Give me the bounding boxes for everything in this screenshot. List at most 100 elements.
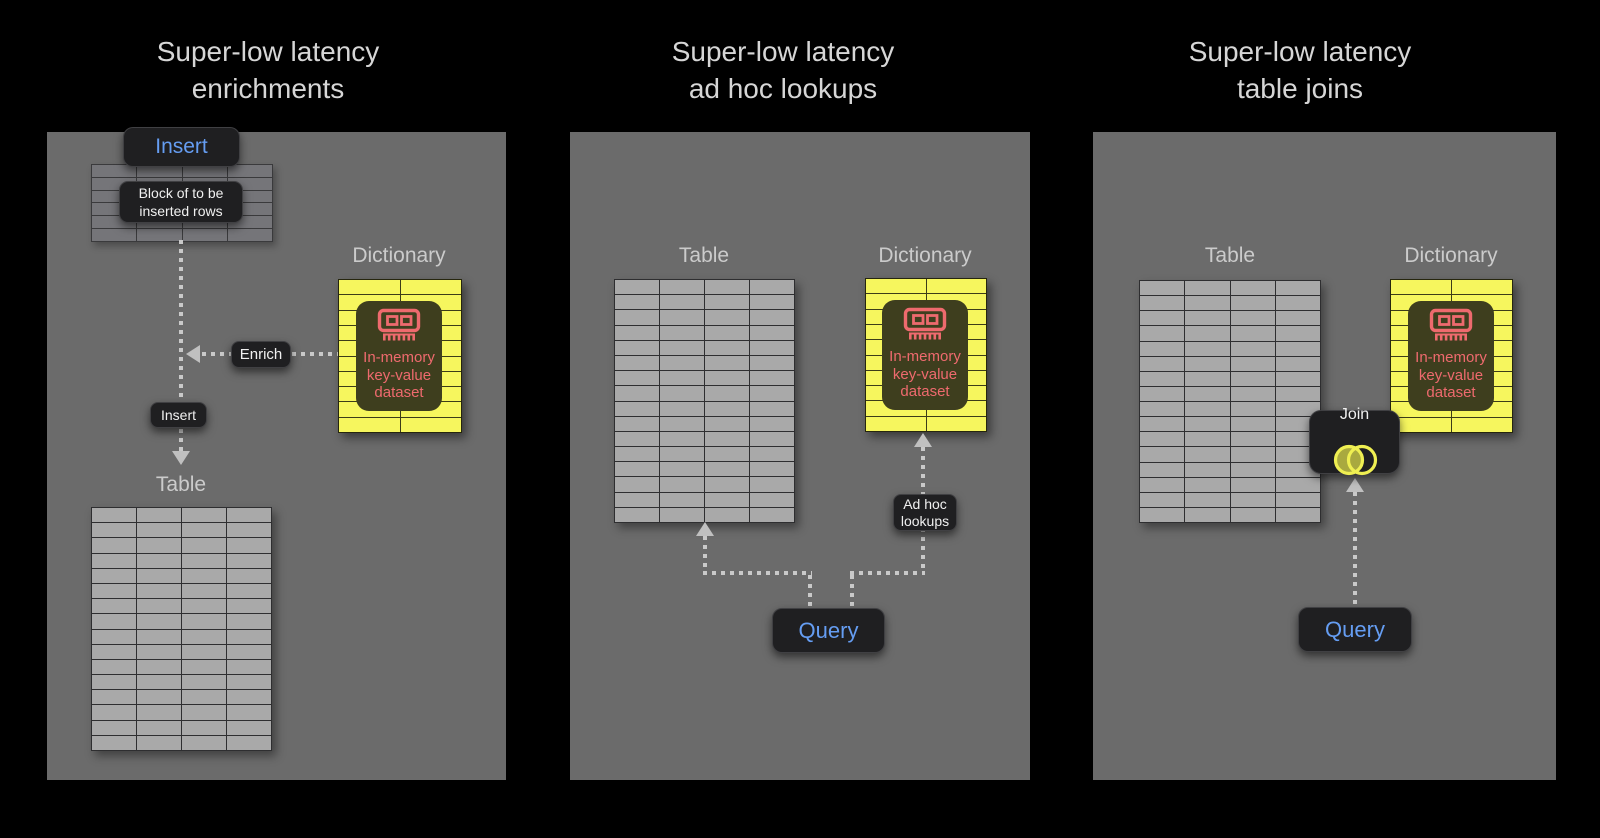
grid-cell [1185,326,1230,341]
grid-cell [1391,280,1451,295]
grid-cell [92,538,136,553]
grid-cell [660,477,704,492]
enrich-label: Enrich [231,341,291,368]
grid-cell [615,492,659,507]
grid-cell [227,523,271,538]
grid-cell [660,355,704,371]
grid-cell [227,659,271,675]
grid-cell [92,523,136,538]
grid-cell [137,614,181,629]
grid-cell [92,203,137,216]
grid-cell [1230,311,1275,326]
to-table-line [703,536,707,573]
grid-cell [182,659,226,675]
grid-cell [400,417,461,432]
grid-cell [1230,417,1275,432]
grid-cell [660,416,704,431]
grid-cell [227,190,272,203]
grid-cell [1140,281,1185,296]
grid-cell [1140,507,1185,522]
grid-cell [750,295,794,310]
grid-cell [750,280,794,295]
grid-cell [615,355,659,371]
query-button: Query [1298,607,1412,652]
grid-cell [92,629,136,644]
grid-cell [615,431,659,447]
grid-cell [1185,386,1230,401]
grid-cell [750,371,794,386]
grid-cell [1140,371,1185,386]
grid-cell [1140,402,1185,417]
grid-cell [1185,477,1230,492]
grid-cell [615,462,659,477]
grid-cell [660,492,704,507]
grid-cell [1275,326,1320,341]
grid-cell [1185,462,1230,477]
grid-cell [1185,447,1230,462]
grid-cell [1391,417,1451,432]
grid-cell [750,416,794,431]
block-of-rows-label: Block of to be inserted rows [119,181,243,223]
grid-cell [1140,492,1185,507]
grid-cell [660,280,704,295]
grid-cell [615,386,659,401]
grid-cell [1275,341,1320,356]
grid-cell [182,720,226,735]
grid-cell [1230,432,1275,447]
grid-cell [866,279,926,294]
grid-cell [227,165,272,177]
venn-join-icon [1328,425,1382,482]
grid-cell [137,523,181,538]
grid-cell [705,462,749,477]
table-grid [614,279,795,523]
grid-cell [660,340,704,355]
grid-cell [227,553,271,568]
grid-cell [92,508,136,523]
grid-cell [1230,477,1275,492]
ram-chip-icon [903,307,947,345]
ram-chip-icon [1429,308,1473,346]
grid-cell [750,340,794,355]
grid-cell [1230,371,1275,386]
grid-cell [705,325,749,340]
to-dictionary-arrowhead-icon [914,433,932,447]
insert-flow-arrowhead-icon [172,451,190,465]
grid-cell [182,523,226,538]
dictionary-caption: In-memory key-value dataset [1415,349,1487,401]
table-label: Table [155,473,207,496]
grid-cell [1275,402,1320,417]
query-button: Query [772,608,885,653]
grid-cell [92,190,137,203]
grid-cell [182,553,226,568]
grid-cell [615,310,659,325]
dictionary-label: Dictionary [1404,244,1498,267]
grid-cell [137,508,181,523]
grid-cell [1275,296,1320,311]
grid-cell [750,507,794,522]
grid-cell [1140,296,1185,311]
grid-cell [92,690,136,705]
grid-cell [182,690,226,705]
grid-cell [1185,356,1230,371]
grid-cell [705,431,749,447]
grid-cell [92,177,137,190]
query-to-join-line [1353,492,1357,607]
query-to-join-arrowhead-icon [1346,478,1364,492]
grid-cell [137,720,181,735]
query-branch-right-line [850,571,925,575]
grid-cell [1185,417,1230,432]
grid-cell [137,690,181,705]
grid-cell [705,447,749,462]
grid-cell [92,644,136,659]
grid-cell [227,675,271,690]
grid-cell [705,386,749,401]
dictionary-caption: In-memory key-value dataset [363,349,435,401]
grid-cell [182,705,226,720]
grid-cell [182,568,226,583]
grid-cell [182,629,226,644]
grid-cell [660,401,704,416]
grid-cell [92,659,136,675]
grid-cell [1230,281,1275,296]
grid-cell [1230,462,1275,477]
dictionary-caption: In-memory key-value dataset [889,348,961,400]
